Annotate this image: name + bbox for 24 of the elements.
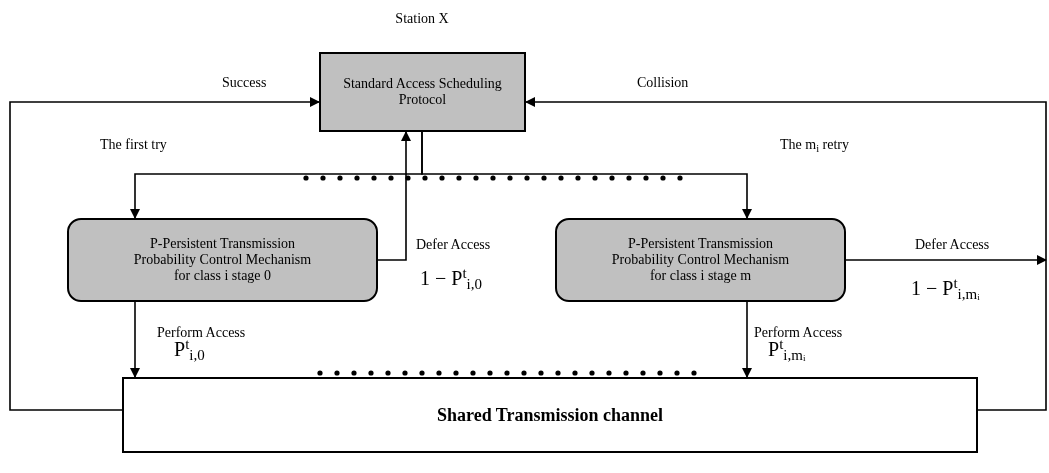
arrow [525, 97, 1047, 411]
edge-label: The first try [100, 138, 167, 152]
arrow [742, 301, 752, 378]
rounded-process-box [555, 218, 846, 302]
edge-label: Collision [637, 76, 689, 90]
edge-label: Defer Access [915, 238, 990, 252]
rounded-process-box [67, 218, 378, 302]
arrow [130, 301, 140, 378]
arrow [377, 131, 411, 261]
node-text: Shared Transmission channel [436, 404, 664, 426]
edge-label: Perform Access [157, 326, 246, 340]
node-text: P-Persistent Transmission Probability Control Mechanism for class i stage 0 [132, 235, 313, 285]
edge-label: Success [222, 76, 267, 90]
edge-label: The m$_{i}$ retry [780, 138, 849, 152]
edge-label: Perform Access [754, 326, 843, 340]
channel-box [122, 377, 978, 453]
arrow [845, 255, 1047, 265]
node-text: P-Persistent Transmission Probability Control Mechanism for class i stage m [610, 235, 791, 285]
edge-label: Defer Access [416, 238, 491, 252]
node-text: Standard Access Scheduling Protocol [342, 75, 503, 109]
title: Station X [394, 10, 450, 28]
process-box [319, 52, 526, 132]
arrow [9, 97, 320, 411]
arrow [421, 131, 752, 219]
